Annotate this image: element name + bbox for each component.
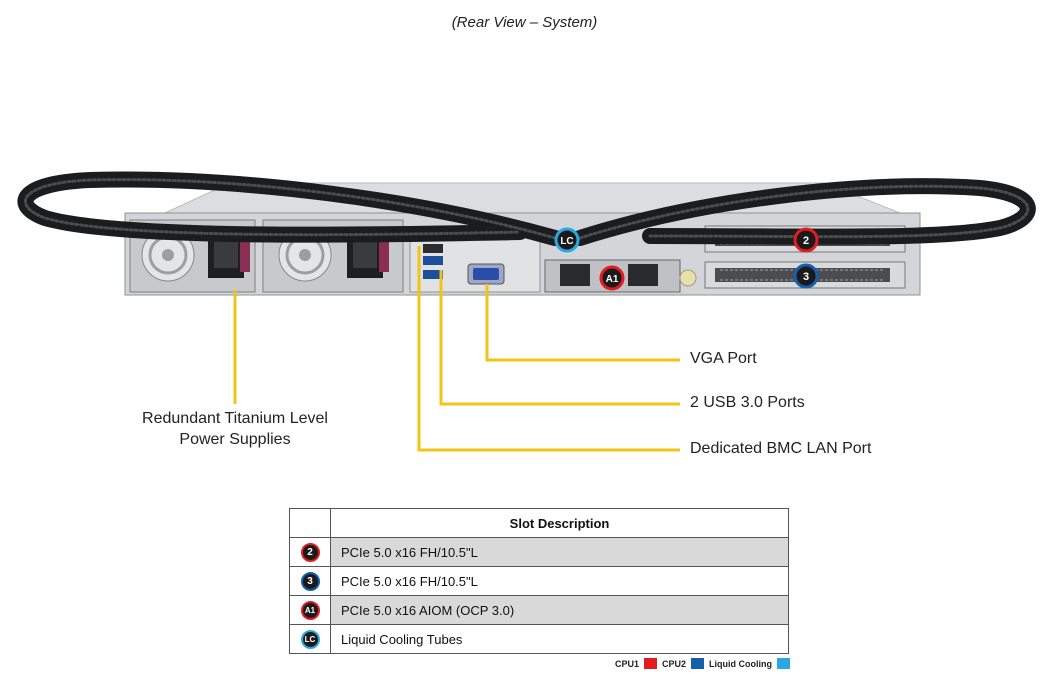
table-row: LC Liquid Cooling Tubes [289,624,789,654]
callout-line-usb [439,270,680,406]
psu-label-line2: Power Supplies [179,431,291,448]
slot-desc: PCIe 5.0 x16 AIOM (OCP 3.0) [330,595,789,625]
badge-a1-text: A1 [606,274,619,285]
bmc-lan-port [423,244,443,253]
table-row: A1 PCIe 5.0 x16 AIOM (OCP 3.0) [289,595,789,625]
diagram-caption: (Rear View – System) [451,14,598,31]
slot-desc: PCIe 5.0 x16 FH/10.5"L [330,537,789,567]
legend-cpu2-swatch [691,658,705,669]
legend-cpu1-label: CPU1 [614,658,639,669]
callout-bmc-lan-port: Dedicated BMC LAN Port [690,440,872,457]
color-legend: CPU1 CPU2 Liquid Cooling [580,658,790,669]
badge-a1-diagram: A1 [599,265,625,291]
callout-usb-ports: 2 USB 3.0 Ports [690,394,805,411]
psu-label-line1: Redundant Titanium Level [142,410,328,427]
legend-cpu2-label: CPU2 [662,658,687,669]
callout-line-bmc [417,246,680,452]
badge-2-icon: 2 [300,542,320,562]
slot-desc: Liquid Cooling Tubes [330,624,789,654]
table-row: 3 PCIe 5.0 x16 FH/10.5"L [289,566,789,596]
badge-3-icon: 3 [300,571,320,591]
table-header-icon-cell [289,508,331,538]
usb-ports [423,256,443,279]
badge-2-diagram: 2 [793,227,819,253]
badge-a1-icon: A1 [300,600,320,620]
legend-liquid-label: Liquid Cooling [709,658,772,669]
callout-lines [233,246,680,452]
badge-lc-diagram: LC [554,227,580,253]
slot-desc: PCIe 5.0 x16 FH/10.5"L [330,566,789,596]
badge-3-diagram: 3 [793,263,819,289]
legend-liquid-swatch [777,658,790,669]
badge-3-text: 3 [803,271,809,283]
slot-description-table: Slot Description 2 PCIe 5.0 x16 FH/10.5"… [289,508,789,654]
vga-port [467,263,505,285]
badge-lc-text: LC [560,236,573,247]
table-row: 2 PCIe 5.0 x16 FH/10.5"L [289,537,789,567]
callout-line-vga [485,284,680,362]
table-header-row: Slot Description [289,508,789,538]
legend-cpu1-swatch [644,658,657,669]
callout-power-supplies: Redundant Titanium Level Power Supplies [110,408,360,450]
callout-vga-port: VGA Port [690,350,757,367]
liquid-cooling-tubes [17,171,1036,246]
badge-lc-icon: LC [300,629,320,649]
table-header-label: Slot Description [330,508,789,538]
server-rear-illustration: LC 2 3 A1 [17,171,1036,452]
badge-2-text: 2 [803,235,809,247]
